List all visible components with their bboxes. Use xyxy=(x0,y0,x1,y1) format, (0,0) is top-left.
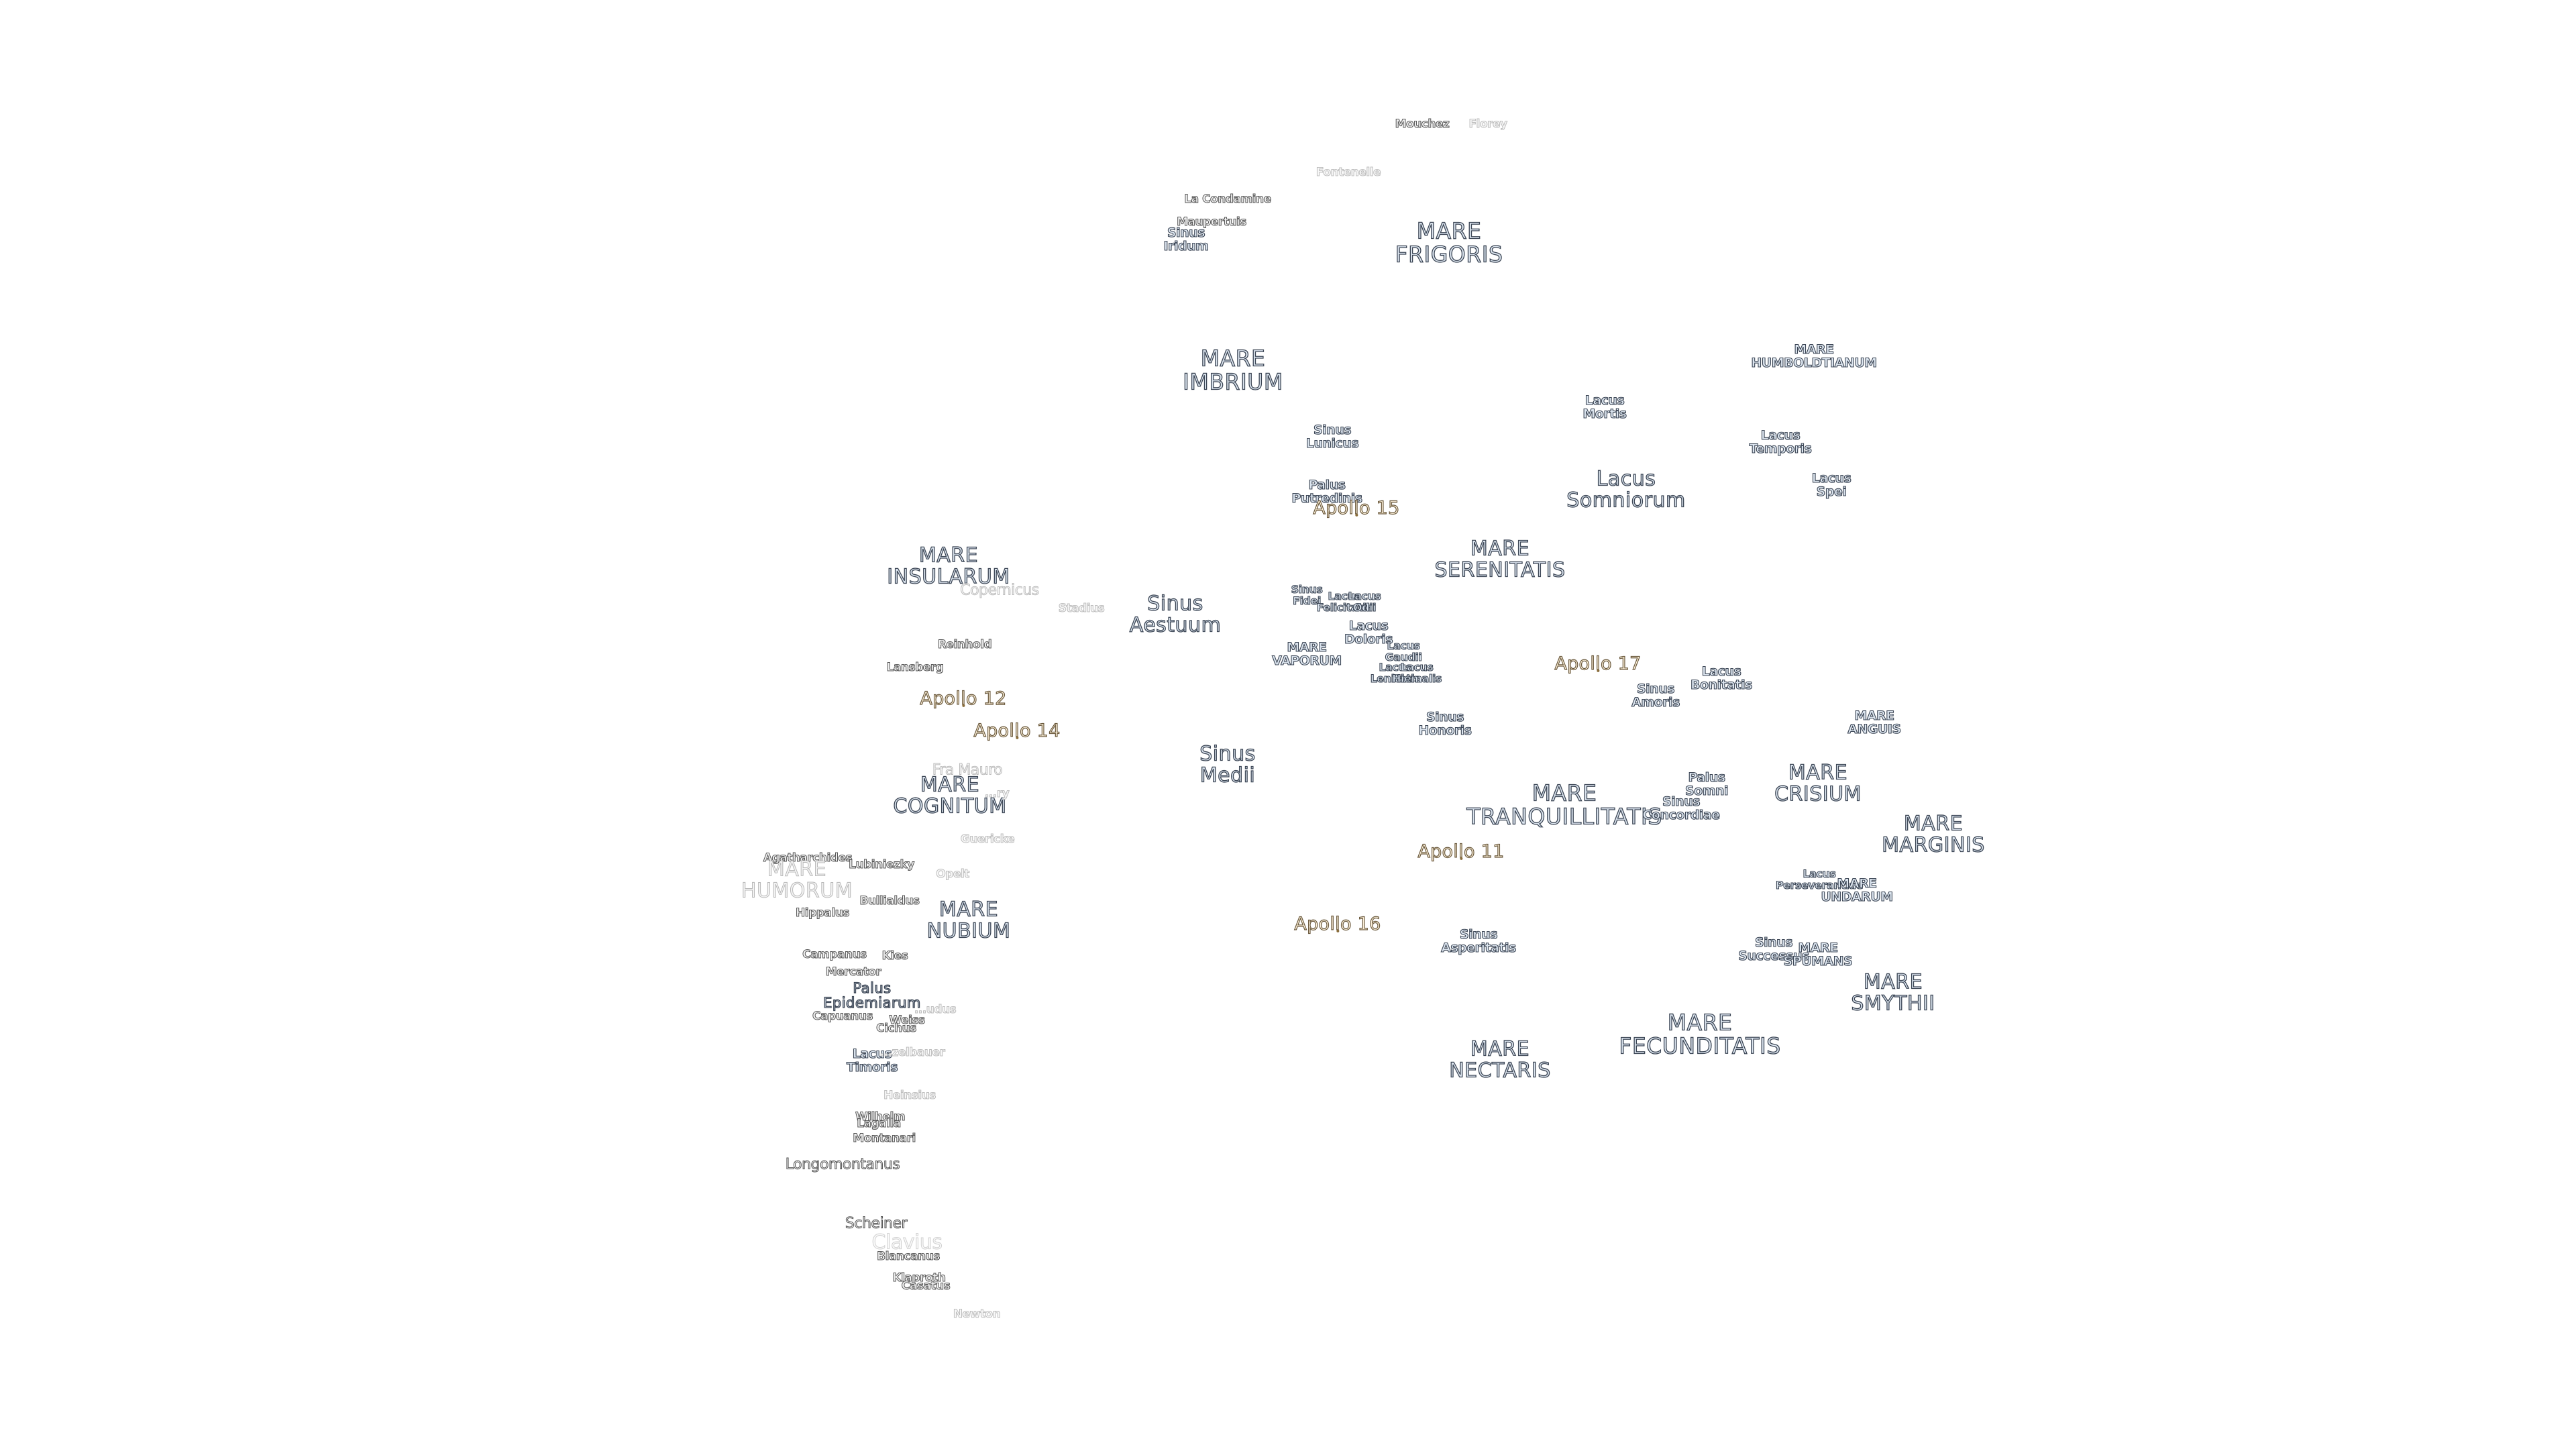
label-fontenelle[interactable]: Fontenelle xyxy=(1316,166,1381,180)
label-bonpland[interactable]: ...ry xyxy=(984,787,1010,801)
label-wolf[interactable]: Weiss xyxy=(889,1014,926,1028)
label-sinus-fidei[interactable]: Sinus Fidei xyxy=(1291,583,1323,607)
label-sinus-concordiae[interactable]: Sinus Concordiae xyxy=(1642,794,1721,822)
label-newton[interactable]: Newton xyxy=(953,1307,1001,1322)
label-hippalus[interactable]: Hippalus xyxy=(796,906,850,920)
label-lacus-odii[interactable]: Lacus Odii xyxy=(1348,590,1381,614)
label-sinus-lunicus[interactable]: Sinus Lunicus xyxy=(1305,423,1359,451)
label-agatharchides[interactable]: Agatharchides xyxy=(763,851,853,865)
label-apollo-17[interactable]: Apollo 17 xyxy=(1554,653,1642,674)
label-mare-nectaris[interactable]: MARE NECTARIS xyxy=(1449,1037,1551,1082)
label-lacus-somniorum[interactable]: Lacus Somniorum xyxy=(1566,467,1686,512)
label-guericke[interactable]: Guericke xyxy=(960,833,1015,847)
label-mare-smythii[interactable]: MARE SMYTHII xyxy=(1851,970,1935,1015)
label-pitatus[interactable]: ...udus xyxy=(914,1003,957,1017)
label-maupertuis[interactable]: Maupertuis xyxy=(1177,215,1247,229)
label-kies[interactable]: Kies xyxy=(881,949,908,963)
label-casatus[interactable]: Casatus xyxy=(901,1279,951,1293)
label-mare-vaporum[interactable]: MARE VAPORUM xyxy=(1272,640,1342,668)
label-sinus-successus[interactable]: Sinus Successus xyxy=(1738,935,1810,963)
label-lubiniezky[interactable]: Lubiniezky xyxy=(849,858,915,872)
label-cichus[interactable]: Cichus xyxy=(876,1022,917,1036)
label-campanus[interactable]: Campanus xyxy=(802,948,867,962)
label-clavius[interactable]: Clavius xyxy=(871,1230,943,1254)
label-mouchez[interactable]: Mouchez xyxy=(1395,117,1450,131)
label-lacus-perseverantiae[interactable]: Lacus Perseverantiae xyxy=(1775,867,1864,892)
label-mercator[interactable]: Mercator xyxy=(825,965,881,979)
label-sinus-medii[interactable]: Sinus Medii xyxy=(1199,742,1256,787)
label-lacus-gaudii[interactable]: Lacus Gaudii xyxy=(1385,639,1422,663)
label-sinus-honoris[interactable]: Sinus Honoris xyxy=(1418,710,1472,738)
label-lacus-mortis[interactable]: Lacus Mortis xyxy=(1582,393,1627,421)
label-sinus-asperitatis[interactable]: Sinus Asperitatis xyxy=(1441,927,1517,955)
label-opelt[interactable]: Opelt xyxy=(936,867,970,881)
label-fra-mauro[interactable]: Fra Mauro xyxy=(932,761,1003,779)
label-lacus-doloris[interactable]: Lacus Doloris xyxy=(1344,619,1393,647)
label-palus-putredinis[interactable]: Palus Putredinis xyxy=(1291,478,1363,506)
label-reinhold[interactable]: Reinhold xyxy=(937,638,992,652)
label-mare-undarum[interactable]: MARE UNDARUM xyxy=(1821,876,1894,904)
label-lacus-spei[interactable]: Lacus Spei xyxy=(1811,471,1851,499)
label-bullialdus[interactable]: Bullialdus xyxy=(859,894,920,908)
label-lagalla[interactable]: Lagalla xyxy=(857,1117,902,1131)
label-mare-humorum[interactable]: MARE HUMORUM xyxy=(741,857,853,902)
label-mare-humboldtianum[interactable]: MARE HUMBOLDTIANUM xyxy=(1751,342,1878,370)
label-mare-serenitatis[interactable]: MARE SERENITATIS xyxy=(1434,537,1566,582)
label-apollo-12[interactable]: Apollo 12 xyxy=(920,688,1007,709)
label-stadius[interactable]: Stadius xyxy=(1058,602,1105,616)
label-mare-tranquillitatis[interactable]: MARE TRANQUILLITATIS xyxy=(1466,780,1662,829)
label-heinsius[interactable]: Heinsius xyxy=(883,1089,936,1103)
label-lacus-felicitatis[interactable]: Lacus Felicitatis xyxy=(1316,590,1373,614)
label-copernicus[interactable]: Copernicus xyxy=(960,582,1040,599)
label-mare-cognitum[interactable]: MARE COGNITUM xyxy=(893,773,1007,818)
label-lacus-bonitatis[interactable]: Lacus Bonitatis xyxy=(1690,664,1753,692)
label-mare-fecunditatis[interactable]: MARE FECUNDITATIS xyxy=(1619,1009,1781,1059)
label-palus-somni[interactable]: Palus Somni xyxy=(1684,770,1729,798)
label-apollo-16[interactable]: Apollo 16 xyxy=(1294,913,1381,934)
label-montanari[interactable]: Montanari xyxy=(853,1132,916,1146)
label-sinus-amoris[interactable]: Sinus Amoris xyxy=(1631,682,1680,710)
label-apollo-15[interactable]: Apollo 15 xyxy=(1313,497,1400,519)
label-mare-marginis[interactable]: MARE MARGINIS xyxy=(1882,812,1985,857)
label-mare-crisium[interactable]: MARE CRISIUM xyxy=(1774,761,1862,806)
label-mare-nubium[interactable]: MARE NUBIUM xyxy=(926,898,1011,943)
label-lacus-temporis[interactable]: Lacus Temporis xyxy=(1749,428,1813,456)
label-klaproth[interactable]: Klaproth xyxy=(892,1271,946,1285)
label-lacus-lenitatis[interactable]: Lacus Lenitatis xyxy=(1370,661,1421,685)
label-apollo-11[interactable]: Apollo 11 xyxy=(1417,841,1505,862)
label-mare-spumans[interactable]: MARE SPUMANS xyxy=(1783,941,1853,969)
label-mare-anguis[interactable]: MARE ANGUIS xyxy=(1847,708,1902,737)
label-la-condamine[interactable]: La Condamine xyxy=(1184,193,1272,207)
label-mare-imbrium[interactable]: MARE IMBRIUM xyxy=(1183,345,1283,394)
label-sinus-aestuum[interactable]: Sinus Aestuum xyxy=(1129,592,1222,637)
label-palus-epidemiarum[interactable]: Palus Epidemiarum xyxy=(822,979,921,1011)
label-mare-insularum[interactable]: MARE INSULARUM xyxy=(887,543,1010,588)
label-wilhelm[interactable]: Wilhelm xyxy=(855,1110,906,1124)
label-florey[interactable]: Florey xyxy=(1468,117,1508,131)
label-capuanus[interactable]: Capuanus xyxy=(812,1010,873,1024)
label-scheiner[interactable]: Scheiner xyxy=(845,1215,908,1232)
label-longomontanus[interactable]: Longomontanus xyxy=(785,1156,900,1173)
label-lansberg[interactable]: Lansberg xyxy=(886,661,944,675)
label-purbach[interactable]: ...zelbauer xyxy=(879,1046,945,1060)
label-sinus-iridum[interactable]: Sinus Iridum xyxy=(1163,225,1209,254)
label-blancanus[interactable]: Blancanus xyxy=(877,1250,941,1264)
label-lacus-hiemalis[interactable]: Lacus Hiemalis xyxy=(1392,661,1442,685)
label-apollo-14[interactable]: Apollo 14 xyxy=(973,720,1061,741)
label-mare-frigoris[interactable]: MARE FRIGORIS xyxy=(1395,217,1503,267)
label-lacus-timoris[interactable]: Lacus Timoris xyxy=(846,1046,898,1075)
